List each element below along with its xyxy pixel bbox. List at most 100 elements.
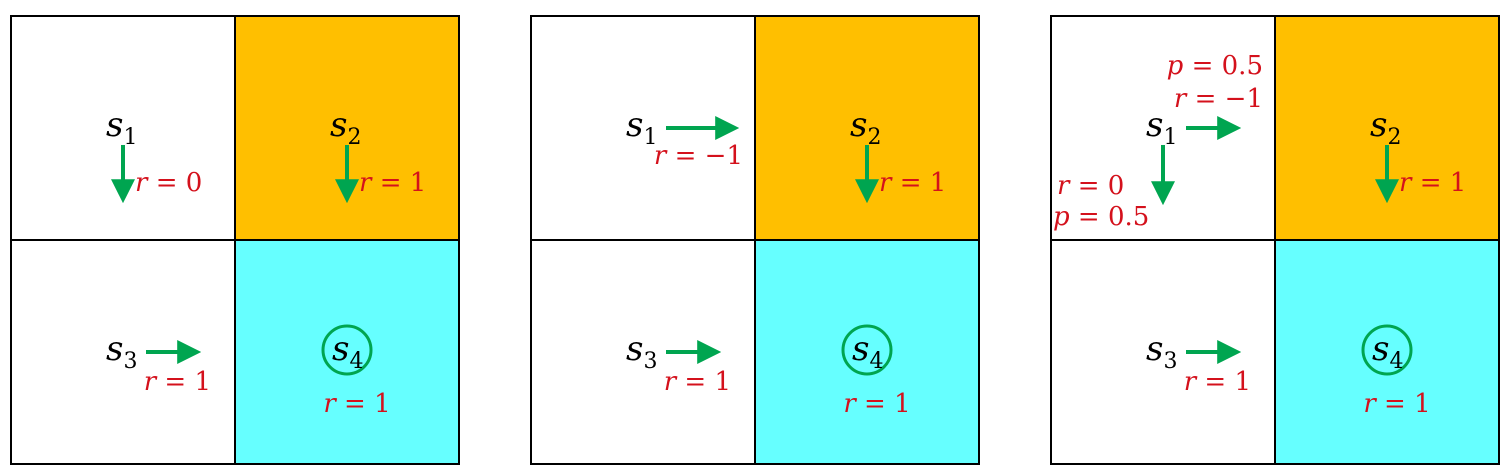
panel-1-s2-reward-equals: = [371, 168, 409, 198]
panel-2-s4-reward-value: 1 [894, 389, 911, 419]
panel-3-s4-reward-var: r [1363, 389, 1377, 419]
panel-3-s1-right-prob: p = 0.5 [1167, 51, 1263, 81]
panel-1-s3-label: s3 [106, 329, 137, 374]
panel-3-s3-reward: r = 1 [1184, 367, 1251, 397]
panel-3-s1-down-reward-value: 0 [1108, 171, 1125, 201]
panel-3-s2-label-index: 2 [1387, 125, 1401, 150]
panel-1-s1-label-letter: s [106, 105, 123, 145]
panel-3-s1-down-reward-var: r [1057, 171, 1071, 201]
panel-2-s2-label-index: 2 [867, 125, 881, 150]
panel-2-s2-reward-value: 1 [930, 168, 947, 198]
panel-1-s2-reward-value: 1 [410, 168, 427, 198]
panel-3-s2-reward: r = 1 [1399, 168, 1466, 198]
panel-1-s1-label: s1 [106, 105, 137, 150]
panel-3-s1-label-letter: s [1146, 105, 1163, 145]
panel-2-s1-reward: r = −1 [654, 141, 743, 171]
panel-2-s4-reward-equals: = [856, 389, 894, 419]
panel-3-s2-reward-value: 1 [1450, 168, 1467, 198]
panel-1-s4-reward-value: 1 [374, 389, 391, 419]
panel-3-s3-reward-value: 1 [1234, 367, 1251, 397]
panel-2-s3-reward-value: 1 [714, 367, 731, 397]
panel-1-s1-label-index: 1 [123, 125, 137, 150]
panel-2-s1-label: s1 [626, 105, 657, 150]
panel-3-s4-stay-circle [1361, 324, 1413, 376]
panel-3-s1-right-prob-equals: = [1183, 51, 1221, 81]
panel-2-s2-reward: r = 1 [879, 168, 946, 198]
panel-2-s2-label-letter: s [850, 105, 867, 145]
panel-1-s3-reward: r = 1 [144, 367, 211, 397]
panel-3-s1-down-prob-value: 0.5 [1108, 202, 1149, 232]
panel-2-s2-reward-equals: = [891, 168, 929, 198]
panel-2-s4-reward-var: r [843, 389, 857, 419]
panel-3-s1-label-index: 1 [1163, 125, 1177, 150]
panel-3-s1-right-reward: r = −1 [1174, 84, 1263, 114]
panel-1-s1-reward-equals: = [147, 168, 185, 198]
panel-2-s1-label-index: 1 [643, 125, 657, 150]
panel-2-cell-s4 [755, 240, 979, 464]
panel-1-s2-reward: r = 1 [359, 168, 426, 198]
panel-3-s2-label-letter: s [1370, 105, 1387, 145]
panel-2-s3-label-index: 3 [643, 349, 657, 374]
panel-2-s3-reward-var: r [664, 367, 678, 397]
panel-2-s3-label: s3 [626, 329, 657, 374]
panel-1-s1-reward-value: 0 [186, 168, 203, 198]
panel-3-s2-label: s2 [1370, 105, 1401, 150]
panel-1-s3-reward-value: 1 [194, 367, 211, 397]
panel-1-s4-reward: r = 1 [323, 389, 390, 419]
panel-3-s1-right-prob-var: p [1167, 51, 1184, 81]
panel-2-s1-reward-var: r [654, 141, 668, 171]
panel-2-s4-label: s4 [852, 329, 883, 374]
panel-1-s4-label: s4 [332, 329, 363, 374]
panel-1-s1-reward-var: r [135, 168, 149, 198]
panel-2-s4-label-index: 4 [869, 349, 883, 374]
panel-3-s1-down-prob-var: p [1053, 202, 1070, 232]
panel-3-s3-reward-equals: = [1196, 367, 1234, 397]
panel-3-s2-reward-equals: = [1411, 168, 1449, 198]
panel-3-s1-label: s1 [1146, 105, 1177, 150]
panel-3-s4-reward: r = 1 [1363, 389, 1430, 419]
panel-3-s1-down-prob-equals: = [1070, 202, 1108, 232]
panel-2-s1-reward-value: −1 [705, 141, 743, 171]
panel-2-s2-label: s2 [850, 105, 881, 150]
panel-3-s4-label-letter: s [1372, 329, 1389, 369]
panel-3-s1-right-reward-value: −1 [1225, 84, 1263, 114]
panel-2-s3-reward-equals: = [676, 367, 714, 397]
panel-2-s4-label-letter: s [852, 329, 869, 369]
panel-1-s4-stay-circle [321, 324, 373, 376]
panel-2-s4-stay-circle [841, 324, 893, 376]
panel-3-s1-right-prob-value: 0.5 [1222, 51, 1263, 81]
panel-1-s3-label-index: 3 [123, 349, 137, 374]
panel-1-s2-reward-var: r [359, 168, 373, 198]
panel-1-s3-label-letter: s [106, 329, 123, 369]
panel-3-s4-label-index: 4 [1389, 349, 1403, 374]
panel-2-s3-reward: r = 1 [664, 367, 731, 397]
panel-3-s1-right-reward-var: r [1174, 84, 1188, 114]
panel-3-s3-label-letter: s [1146, 329, 1163, 369]
panel-3-s4-reward-equals: = [1376, 389, 1414, 419]
panel-2-s1-reward-equals: = [666, 141, 704, 171]
panel-3-s3-label-index: 3 [1163, 349, 1177, 374]
panel-3-s4-label: s4 [1372, 329, 1403, 374]
panel-3-s1-right-reward-equals: = [1186, 84, 1224, 114]
panel-2-s3-label-letter: s [626, 329, 643, 369]
panel-1-s3-reward-var: r [144, 367, 158, 397]
panel-3-s2-reward-var: r [1399, 168, 1413, 198]
panel-3-s1-down-reward-equals: = [1069, 171, 1107, 201]
panel-1-s2-label-index: 2 [347, 125, 361, 150]
panel-1-s4-label-letter: s [332, 329, 349, 369]
panel-1-s2-label: s2 [330, 105, 361, 150]
panel-1-s2-label-letter: s [330, 105, 347, 145]
panel-2-s2-reward-var: r [879, 168, 893, 198]
panel-1-s4-reward-var: r [323, 389, 337, 419]
panel-3-s1-down-prob: p = 0.5 [1053, 202, 1149, 232]
panel-2-s1-label-letter: s [626, 105, 643, 145]
panel-3-s4-reward-value: 1 [1414, 389, 1431, 419]
panel-3-s3-reward-var: r [1184, 367, 1198, 397]
panel-2-s4-reward: r = 1 [843, 389, 910, 419]
panel-3-s3-label: s3 [1146, 329, 1177, 374]
panel-1-s1-reward: r = 0 [135, 168, 202, 198]
panel-1-s3-reward-equals: = [156, 367, 194, 397]
